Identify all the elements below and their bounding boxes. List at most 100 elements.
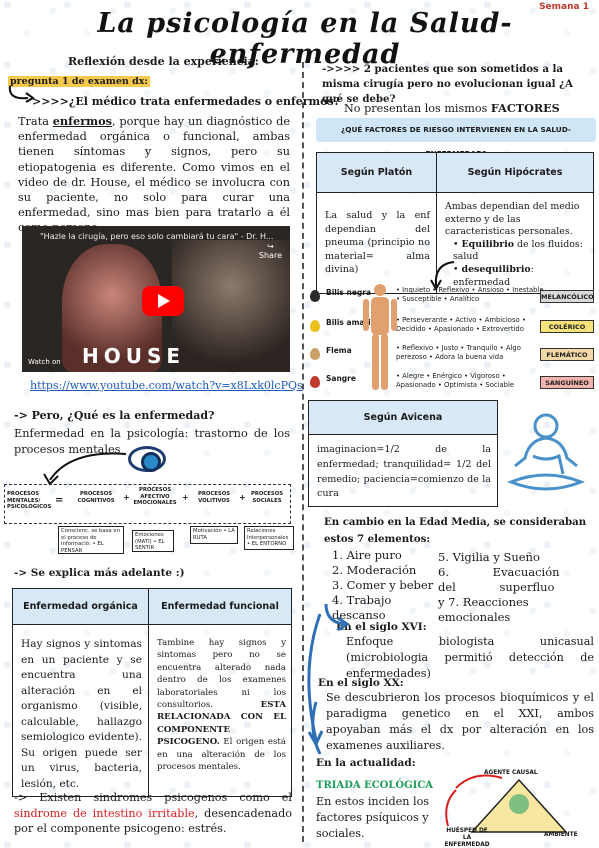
- meditation-icon: [506, 413, 586, 491]
- right-paragraph-1: No presentan los mismos FACTORES DE RIES…: [344, 100, 574, 116]
- functional-c: El origen está en una alteración de los …: [157, 737, 286, 773]
- p1-em: enfermos: [52, 114, 112, 128]
- right-question-1: ->>>> 2 pacientes que son sometidos a la…: [322, 63, 573, 105]
- functional-description: Tambine hay signos y sintomas pero no se…: [148, 624, 292, 797]
- process-detail-social: Relaciones Interpersonales • EL ENTORNO: [244, 526, 294, 550]
- humor-tag: COLÉRICO: [540, 320, 594, 333]
- exam-tag: pregunta 1 de examen dx:: [8, 74, 150, 89]
- century-16-body: Enfoque biologista unicasual (microbiolo…: [346, 635, 594, 680]
- triad-label-top: AGENTE CAUSAL: [484, 770, 538, 776]
- col-organic: Enfermedad orgánica: [12, 588, 149, 625]
- p1-a: Trata: [18, 115, 53, 128]
- avicena-header: Según Avicena: [308, 400, 498, 435]
- triad-body: En estos inciden los factores psíquicos …: [316, 795, 430, 840]
- eye-icon: [128, 446, 166, 472]
- century-20-body: Se descubrieron los procesos bioquímicos…: [326, 691, 594, 752]
- curved-arrow-icon: [43, 452, 127, 486]
- century-16-heading: En el siglo XVI:: [336, 621, 427, 633]
- col-hipocrates: Según Hipócrates: [436, 152, 594, 193]
- process-volitional: PROCESOS VOLITIVOS: [197, 491, 231, 504]
- drop-icon: [310, 376, 320, 388]
- paragraph-3: -> Existen sindromes psicogenos como el …: [14, 790, 292, 837]
- p3-red: sindrome de intestino irritable: [14, 806, 195, 820]
- element-item: y 7. Reacciones emocionales: [438, 595, 529, 624]
- rp1-a: No presentan los mismos: [344, 102, 491, 115]
- triad-diagram: AGENTE CAUSAL HUÉSPED DE LA ENFERMEDAD A…: [444, 770, 594, 848]
- humor-traits: • Inquieto • Reflexivo • Ansioso • Inest…: [396, 286, 544, 303]
- paragraph-1: Trata enfermos, porque hay un diagnóstic…: [18, 114, 290, 236]
- desequilibrio-text: : enfermedad: [453, 263, 534, 288]
- p3-b: , desencadenado por el componente psicog…: [14, 806, 292, 836]
- century-20-heading: En el siglo XX:: [318, 677, 404, 689]
- rp1-b: FACTORES DE RIESGO: [490, 101, 560, 115]
- functional-a: Tambine hay signos y sintomas pero no se…: [157, 638, 286, 711]
- process-affective: PROCESOS AFECTIVO EMOCIONALES: [133, 487, 177, 506]
- desequilibrio-bold: desequilibrio: [461, 263, 531, 275]
- curved-arrow-icon: [430, 261, 455, 292]
- human-body-icon: [363, 284, 397, 390]
- platon-description: La salud y la enf dependian del pneuma (…: [316, 191, 437, 295]
- share-icon: ↪: [267, 242, 274, 251]
- humor-tag: MELANCÓLICO: [540, 290, 594, 303]
- drop-icon: [310, 290, 320, 302]
- process-cognitive: PROCESOS COGNITIVOS: [77, 491, 115, 504]
- process-detail-volitional: Motivación • LA RUTA: [190, 526, 238, 544]
- paragraph-2: Enfermedad en la psicología: trastorno d…: [14, 427, 290, 456]
- platon-hipocrates-table: Según Platón Según Hipócrates La salud y…: [316, 152, 594, 295]
- plus-sign: +: [182, 493, 189, 502]
- video-title: "Hazle la cirugía, pero eso solo cambiar…: [40, 232, 274, 241]
- question-2: -> Pero, ¿Qué es la enfermedad?: [14, 409, 215, 422]
- humor-name: Bilis amarilla: [326, 318, 381, 327]
- element-item: 1. Aire puro: [332, 548, 402, 562]
- page-title: La psicología en la Salud-enfermedad: [97, 8, 513, 70]
- play-button-icon[interactable]: [142, 286, 184, 316]
- triad-label-right: AMBIENTE: [544, 832, 578, 838]
- humor-tag: SANGUÍNEO: [540, 376, 594, 389]
- exam-tag-text: pregunta 1 de examen dx:: [8, 76, 150, 87]
- plus-sign: +: [123, 493, 130, 502]
- video-thumbnail-house: [172, 240, 290, 372]
- triad-label-left: HUÉSPED DE LA ENFERMEDAD: [444, 828, 490, 848]
- share-label: Share: [258, 251, 282, 260]
- humor-name: Sangre: [326, 374, 356, 383]
- curved-arrow-icon: [311, 701, 322, 755]
- elements-list-left: 1. Aire puro 2. Moderación 3. Comer y be…: [332, 548, 462, 623]
- drop-icon: [310, 348, 320, 360]
- triad-title: TRIADA ECOLÓGICA: [316, 780, 434, 791]
- section-subtitle: Reflexión desde la experiencia:: [68, 55, 259, 68]
- curved-arrow-icon: [8, 85, 35, 103]
- share-button[interactable]: ↪Share: [259, 242, 282, 260]
- organic-description: Hay signos y sintomas en un paciente y s…: [12, 624, 149, 797]
- col-functional: Enfermedad funcional: [148, 588, 292, 625]
- element-item: 5. Vigilia y Sueño: [438, 550, 540, 564]
- humor-sangre: Sangre • Alegre • Enérgico • Vigoroso • …: [308, 372, 596, 394]
- video-embed[interactable]: "Hazle la cirugía, pero eso solo cambiar…: [22, 226, 290, 372]
- humor-bilis-amarilla: Bilis amarilla • Perseverante • Activo •…: [308, 316, 596, 338]
- avicena-body: imaginacion=1/2 de la enfermedad; tranqu…: [308, 433, 498, 508]
- element-item: 3. Comer y beber: [332, 578, 434, 592]
- watch-on-label: Watch on: [28, 358, 61, 366]
- hipocrates-description: Ambas dependian del medio externo y de l…: [436, 191, 594, 295]
- process-detail-affective: Emociones (MATI) • EL SENTIR: [132, 530, 174, 552]
- disease-types-table: Enfermedad orgánica Enfermedad funcional…: [12, 588, 292, 797]
- now-heading: En la actualidad:: [316, 757, 416, 769]
- equilibrio-bold: Equilibrio: [461, 238, 515, 250]
- plus-sign: +: [239, 493, 246, 502]
- question-3: -> Se explica más adelante :): [14, 567, 185, 579]
- week-label: Semana 1: [539, 2, 589, 12]
- middle-ages-heading: En cambio en la Edad Media, se considera…: [324, 516, 587, 545]
- humor-name: Bilis negra: [326, 288, 372, 297]
- humor-flema: Flema • Reflexivo • Justo • Tranquilo • …: [308, 344, 596, 366]
- humor-traits: • Perseverante • Activo • Ambicioso • De…: [396, 316, 526, 333]
- hipocrates-text: Ambas dependian del medio externo y de l…: [445, 201, 580, 238]
- video-link[interactable]: https://www.youtube.com/watch?v=x8Lxk0lc…: [30, 379, 303, 392]
- element-item: 6. Evacuación del superfluo: [438, 565, 560, 594]
- drop-icon: [310, 320, 320, 332]
- process-social: PROCESOS SOCIALES: [250, 491, 284, 504]
- humor-bilis-negra: Bilis negra • Inquieto • Reflexivo • Ans…: [308, 286, 596, 308]
- bullet-desequilibrio: • desequilibrio: enfermedad: [453, 263, 534, 288]
- humor-name: Flema: [326, 346, 352, 355]
- processes-eq: =: [55, 495, 64, 506]
- column-divider: [302, 62, 304, 842]
- bullet-equilibrio: • Equilibrio de los fluidos: salud: [453, 238, 583, 263]
